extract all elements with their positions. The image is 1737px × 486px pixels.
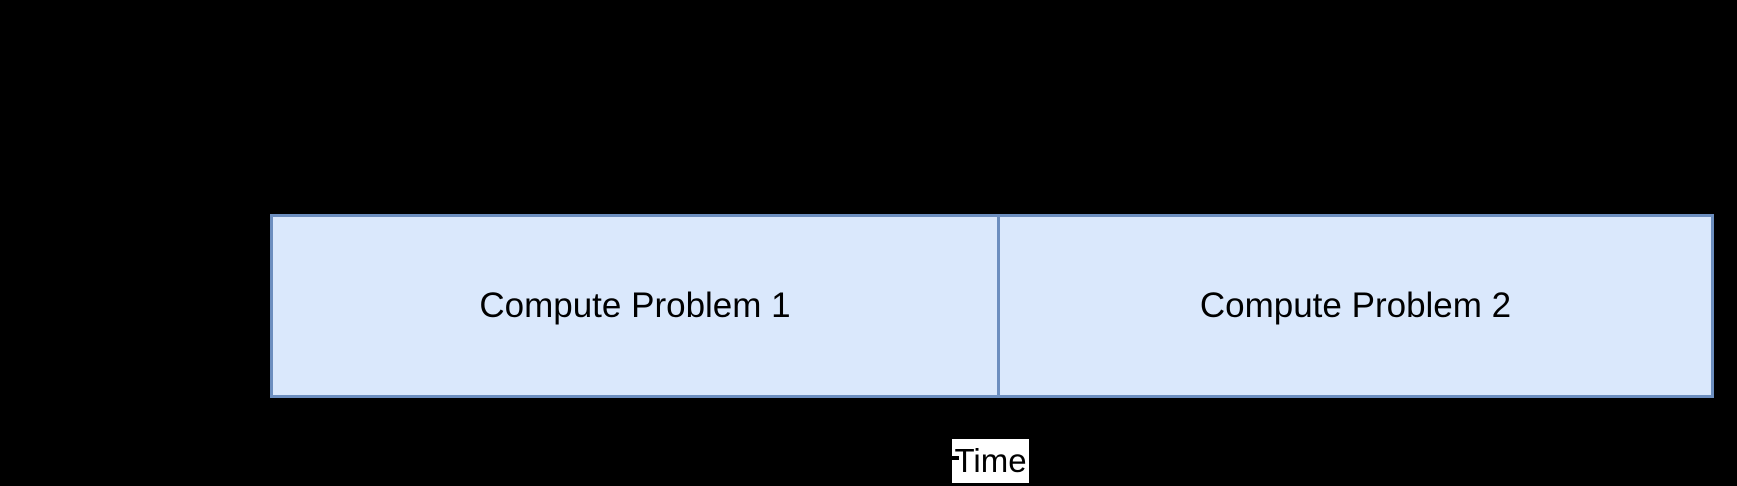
time-axis-line [945,456,959,460]
time-axis-label: Time [952,439,1029,483]
compute-problem-2-box: Compute Problem 2 [997,214,1714,398]
compute-problem-2-label: Compute Problem 2 [1199,286,1512,325]
compute-problem-1-label: Compute Problem 1 [479,286,791,325]
compute-problem-1-box: Compute Problem 1 [270,214,1000,398]
time-axis-label-text: Time [954,442,1027,479]
